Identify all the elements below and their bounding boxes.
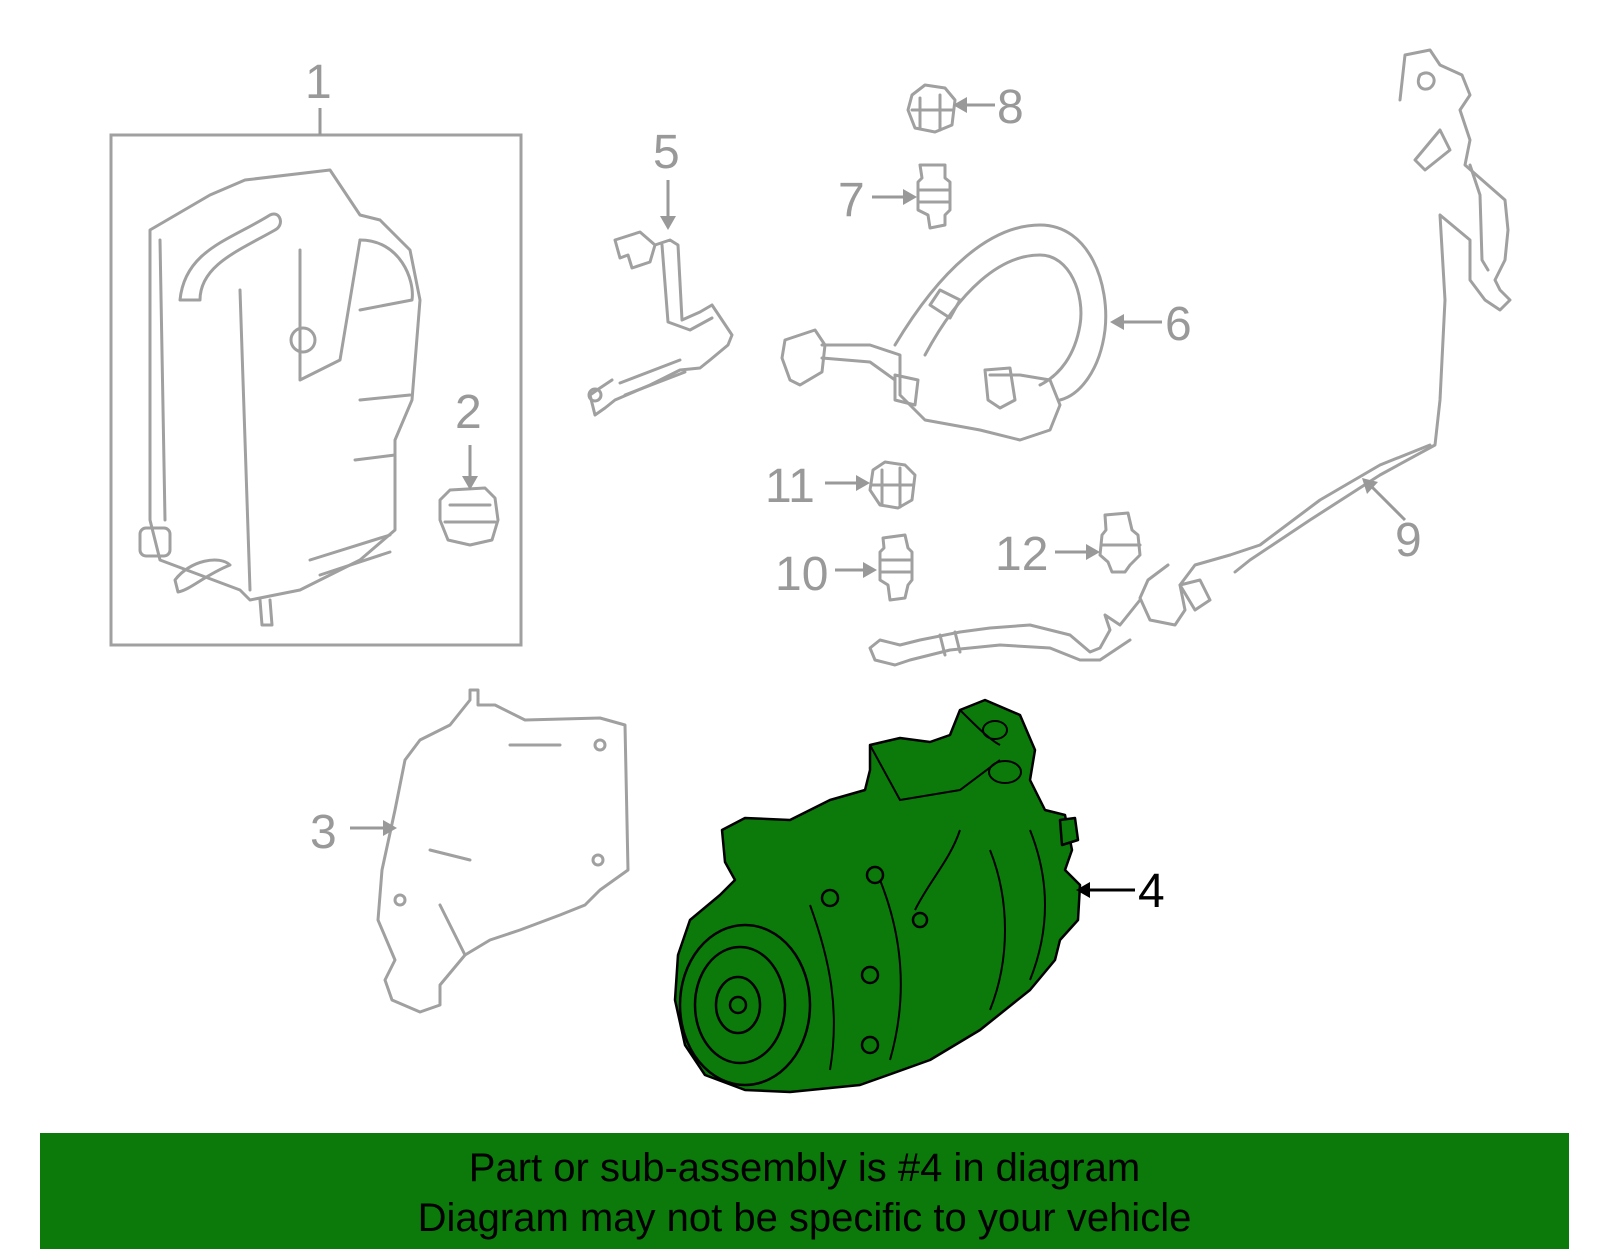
svg-text:1: 1 — [305, 56, 332, 109]
callout-4: 4 — [1076, 865, 1165, 918]
part-9-pipe[interactable] — [868, 48, 1512, 667]
svg-text:3: 3 — [310, 806, 337, 859]
callout-11: 11 — [765, 460, 870, 513]
svg-text:9: 9 — [1395, 514, 1422, 567]
callout-9: 9 — [1362, 478, 1422, 567]
part-8-cap[interactable] — [906, 83, 957, 134]
banner-line-2: Diagram may not be specific to your vehi… — [417, 1196, 1192, 1240]
banner-line-1: Part or sub-assembly is #4 in diagram — [468, 1146, 1141, 1190]
part-3-bracket[interactable] — [376, 688, 630, 1014]
part-10-sensor[interactable] — [878, 533, 914, 602]
part-6-hose[interactable] — [780, 223, 1108, 442]
svg-text:5: 5 — [653, 126, 680, 179]
callout-5: 5 — [653, 126, 680, 230]
part-5-hose[interactable] — [587, 230, 734, 417]
svg-text:7: 7 — [838, 174, 865, 227]
part-7-sensor[interactable] — [916, 163, 952, 230]
svg-text:10: 10 — [775, 548, 828, 601]
callout-1: 1 — [305, 56, 332, 135]
callout-12: 12 — [995, 528, 1100, 581]
svg-text:8: 8 — [997, 81, 1024, 134]
part-11-cap[interactable] — [868, 460, 917, 510]
callout-2: 2 — [455, 386, 482, 490]
svg-text:11: 11 — [765, 460, 815, 513]
svg-text:4: 4 — [1138, 865, 1165, 918]
svg-text:6: 6 — [1165, 298, 1192, 351]
part-1-assembly[interactable] — [109, 133, 523, 647]
callout-7: 7 — [838, 174, 917, 227]
callout-6: 6 — [1110, 298, 1192, 351]
svg-text:12: 12 — [995, 528, 1048, 581]
part-2-cap[interactable] — [438, 486, 500, 547]
part-12-sensor[interactable] — [1098, 511, 1142, 574]
part-4-compressor[interactable] — [673, 698, 1082, 1094]
callout-3: 3 — [310, 806, 397, 859]
svg-text:2: 2 — [455, 386, 482, 439]
callout-10: 10 — [775, 548, 877, 601]
info-banner: Part or sub-assembly is #4 in diagram Di… — [40, 1133, 1569, 1249]
callout-8: 8 — [953, 81, 1024, 134]
